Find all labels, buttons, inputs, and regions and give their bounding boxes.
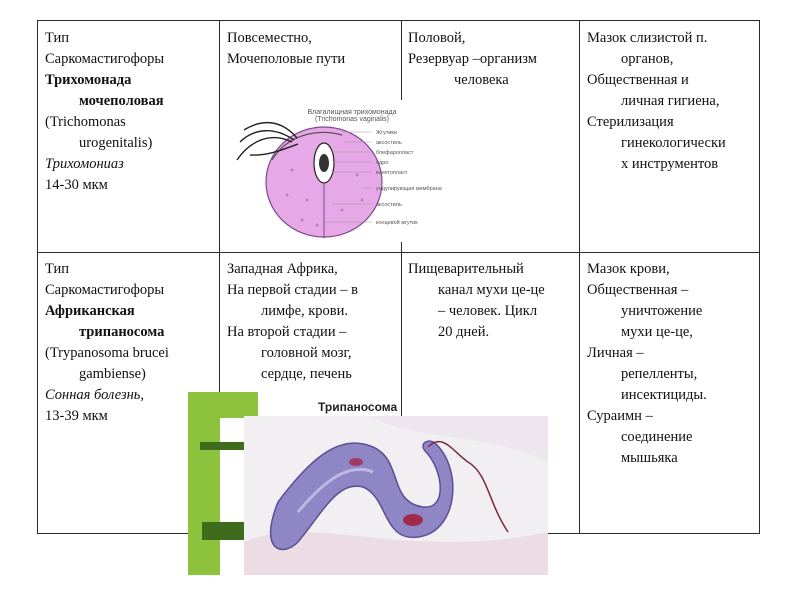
type-label: Тип [45, 30, 70, 46]
distribution-line: На первой стадии – в [227, 282, 358, 298]
transmission-line: Резервуар –организм [408, 51, 537, 67]
figure-label: блефаропласт [376, 150, 414, 156]
distribution-line: сердце, печень [261, 366, 352, 382]
distribution-line: лимфе, крови. [261, 303, 349, 319]
organism-name: Африканская [45, 303, 135, 319]
organism-name-2: мочеполовая [79, 93, 164, 109]
figure-label: аксостиль [376, 140, 402, 146]
undulating-membrane [271, 131, 343, 161]
prevention-line: Стерилизация [587, 114, 674, 130]
transmission-line: Пищеварительный [408, 261, 524, 277]
nucleus [349, 458, 363, 466]
trypanosoma-title: Трипаносома [318, 400, 398, 414]
membrane-highlight [296, 467, 374, 513]
disease-name: Сонная болезнь, [45, 387, 145, 403]
flagellum [249, 143, 299, 156]
distribution-line: головной мозг, [261, 345, 352, 361]
label-leaders [325, 131, 372, 223]
type-name: Саркомастигофоры [45, 51, 165, 67]
nucleolus [319, 154, 329, 172]
row2-distribution-cell: Западная Африка, На первой стадии – в ли… [227, 259, 358, 385]
trichomonas-figure: Влагалищная трихомонада (Trichomonas vag… [232, 100, 577, 242]
column-divider [579, 21, 580, 533]
free-flagellum [427, 440, 509, 533]
size-range: 14-30 мкм [45, 177, 108, 193]
transmission-line: человека [454, 72, 509, 88]
figure-label: Жгутики [376, 130, 397, 136]
prevention-line: х инструментов [621, 156, 719, 172]
type-label: Тип [45, 261, 70, 277]
prevention-line: уничтожение [621, 303, 703, 319]
latin-name: (Trichomonas [45, 114, 126, 130]
row2-prevention-cell: Мазок крови, Общественная – уничтожение … [587, 259, 707, 469]
prevention-line: личная гигиена, [621, 93, 720, 109]
flagellum [236, 137, 293, 161]
kinetoplast [403, 514, 423, 526]
flagellum [243, 121, 298, 139]
prevention-line: Общественная – [587, 282, 689, 298]
figure-label: аксостиль [376, 202, 402, 208]
row-divider [38, 252, 759, 253]
trypanosoma-figure [188, 392, 548, 575]
transmission-line: 20 дней. [438, 324, 490, 340]
latin-name-2: gambiense) [79, 366, 146, 382]
transmission-line: Половой, [408, 30, 466, 46]
green-frame-bar [200, 442, 246, 450]
organism-name: Трихомонада [45, 72, 132, 88]
prevention-line: Сураимн – [587, 408, 653, 424]
prevention-line: Общественная и [587, 72, 689, 88]
size-range: 13-39 мкм [45, 408, 108, 424]
prevention-line: инсектициды. [621, 387, 707, 403]
green-frame-bar [202, 522, 252, 540]
prevention-line: Мазок крови, [587, 261, 670, 277]
figure-label: ядро [376, 160, 388, 166]
photo-shading [368, 416, 548, 462]
flagellum [239, 130, 295, 143]
prevention-line: Личная – [587, 345, 644, 361]
distribution-line: Повсеместно, [227, 30, 312, 46]
photo-shading [244, 532, 548, 575]
row1-transmission-cell: Половой, Резервуар –организм человека [408, 28, 537, 91]
distribution-line: На второй стадии – [227, 324, 347, 340]
prevention-line: гинекологически [621, 135, 726, 151]
prevention-line: Мазок слизистой п. [587, 30, 708, 46]
prevention-line: мухи це-це, [621, 324, 693, 340]
green-frame-top [188, 392, 258, 418]
row1-prevention-cell: Мазок слизистой п. органов, Общественная… [587, 28, 726, 175]
figure-label: концевой жгутик [376, 219, 418, 226]
type-name: Саркомастигофоры [45, 282, 165, 298]
latin-name-2: urogenitalis) [79, 135, 153, 151]
figure-subtitle: (Trichomonas vaginalis) [315, 116, 389, 123]
prevention-line: репелленты, [621, 366, 698, 382]
prevention-line: органов, [621, 51, 674, 67]
green-frame-left [188, 392, 220, 575]
transmission-line: канал мухи це-це [438, 282, 545, 298]
prevention-line: мышьяка [621, 450, 678, 466]
distribution-line: Западная Африка, [227, 261, 338, 277]
row2-organism-cell: Тип Саркомастигофоры Африканская трипано… [45, 259, 169, 427]
column-divider [401, 21, 402, 533]
figure-label: кинетопласт [376, 170, 408, 176]
figure-label: ундулирующая мембрана [376, 186, 443, 192]
organism-name-2: трипаносома [79, 324, 165, 340]
column-divider [219, 21, 220, 533]
row1-distribution-cell: Повсеместно, Мочеполовые пути [227, 28, 345, 70]
row1-organism-cell: Тип Саркомастигофоры Трихомонада мочепол… [45, 28, 164, 196]
latin-name: (Trypanosoma brucei [45, 345, 169, 361]
prevention-line: соединение [621, 429, 693, 445]
disease-name: Трихомониаз [45, 156, 124, 172]
transmission-line: – человек. Цикл [438, 303, 538, 319]
row2-transmission-cell: Пищеварительный канал мухи це-це – челов… [408, 259, 545, 343]
distribution-line: Мочеполовые пути [227, 51, 346, 67]
figure-title: Влагалищная трихомонада [308, 109, 397, 116]
